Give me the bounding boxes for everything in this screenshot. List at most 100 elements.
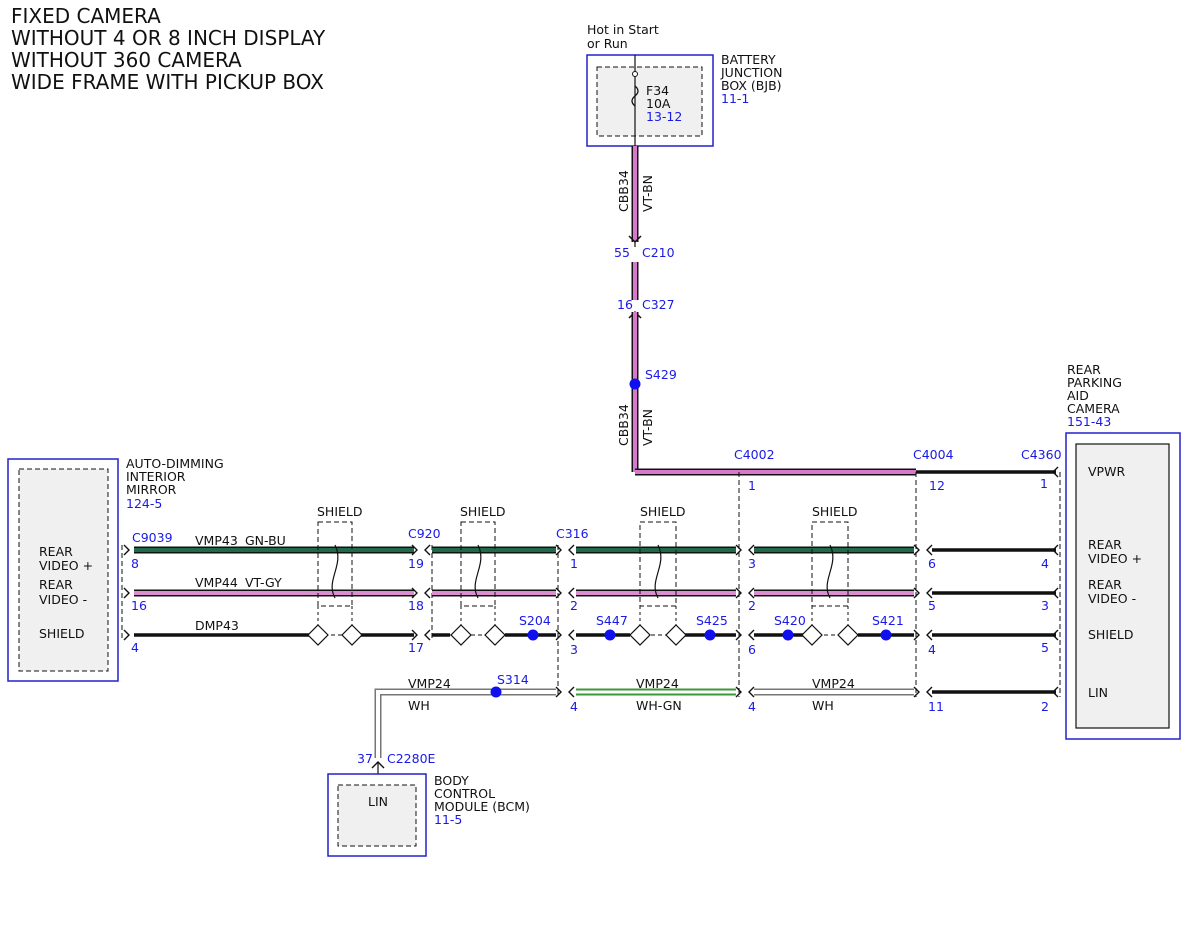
rear-parking-aid-camera[interactable]: VPWR REAR VIDEO + REAR VIDEO - SHIELD LI… [1065, 362, 1181, 740]
connector-c4002[interactable]: C4002 [734, 447, 775, 462]
pin-number: 6 [748, 642, 756, 657]
feed-color-label-2: VT-BN [640, 409, 655, 446]
fuse-reference[interactable]: 13-12 [646, 109, 682, 124]
fuse-icon [631, 85, 639, 107]
pin-number: 2 [570, 598, 578, 613]
pin-number: 5 [1041, 640, 1049, 655]
shield-ground-icon [450, 624, 472, 646]
pin-number: 4 [928, 642, 936, 657]
diagram-title: FIXED CAMERA WITHOUT 4 OR 8 INCH DISPLAY… [11, 4, 326, 94]
splice-s425[interactable] [704, 629, 716, 641]
splice-s314-label[interactable]: S314 [497, 672, 529, 687]
pin-arrow-icon [568, 544, 575, 556]
c210-connector[interactable]: C210 [642, 245, 675, 260]
fuse-name: F34 [646, 83, 669, 98]
pin-arrow-icon [568, 629, 575, 641]
splice-s425-label[interactable]: S425 [696, 613, 728, 628]
pin-arrow-icon [555, 587, 562, 599]
wire-vmp44-label: VMP44 [195, 575, 238, 590]
shield-enclosures: SHIELD SHIELD SHIELD SHIELD [307, 504, 859, 646]
splice-s447-label[interactable]: S447 [596, 613, 628, 628]
camera-reference[interactable]: 151-43 [1067, 414, 1111, 429]
pin-number: 18 [408, 598, 424, 613]
pin-arrow-icon [926, 587, 933, 599]
pin-arrow-icon [123, 587, 130, 599]
bcm-connector[interactable]: C2280E [387, 751, 436, 766]
camera-pin-label: VIDEO - [1088, 591, 1136, 606]
bjb-name-1: BATTERY [721, 52, 776, 67]
connector-c4004[interactable]: C4004 [913, 447, 954, 462]
body-control-module[interactable]: 37 C2280E LIN BODY CONTROL MODULE (BCM) … [327, 751, 530, 857]
wire-dmp43-label: DMP43 [195, 618, 239, 633]
bjb-name-3: BOX (BJB) [721, 78, 782, 93]
splice-s429-label[interactable]: S429 [645, 367, 677, 382]
pin-number: 1 [748, 478, 756, 493]
splice-s447[interactable] [604, 629, 616, 641]
connector-separators [121, 472, 1061, 697]
splice-s420-label[interactable]: S420 [774, 613, 806, 628]
wire-vmp24 [374, 688, 1056, 758]
splice-s421-label[interactable]: S421 [872, 613, 904, 628]
shield-ground-icon [484, 624, 506, 646]
pin-number: 3 [1041, 598, 1049, 613]
pin-arrow-icon [913, 686, 920, 698]
pin-arrow-icon [123, 629, 130, 641]
pin-arrow-icon [555, 629, 562, 641]
wire-vmp24-label: VMP24 [812, 676, 855, 691]
mirror-name-2: INTERIOR [126, 469, 186, 484]
pin-arrow-icon [1052, 587, 1059, 599]
bjb-reference[interactable]: 11-1 [721, 91, 749, 106]
bcm-reference[interactable]: 11-5 [434, 812, 462, 827]
connector-c920[interactable]: C920 [408, 526, 441, 541]
camera-inner [1075, 443, 1170, 729]
pin-number: 4 [1041, 556, 1049, 571]
pin-number: 1 [570, 556, 578, 571]
wire-wh-label: WH [812, 698, 834, 713]
pin-arrow-icon [1052, 544, 1059, 556]
pin-arrow-icon [424, 544, 431, 556]
pin-arrow-icon [411, 587, 418, 599]
c327-connector[interactable]: C327 [642, 297, 675, 312]
shield-ground-icon [665, 624, 687, 646]
splice-s204-label[interactable]: S204 [519, 613, 551, 628]
mirror-pin-label: SHIELD [39, 626, 85, 641]
splice-s420[interactable] [782, 629, 794, 641]
shield-ground-icon [307, 624, 329, 646]
battery-junction-box[interactable]: Hot in Start or Run F34 10A 13-12 BATTER… [586, 22, 782, 147]
bjb-name-2: JUNCTION [720, 65, 782, 80]
camera-name-2: PARKING [1067, 375, 1122, 390]
pin-arrow-icon [568, 587, 575, 599]
pin-arrow-icon [913, 544, 920, 556]
pin-number: 5 [928, 598, 936, 613]
auto-dimming-mirror[interactable]: REAR VIDEO + REAR VIDEO - SHIELD AUTO-DI… [7, 456, 224, 682]
pin-arrow-icon [735, 587, 742, 599]
connector-c316[interactable]: C316 [556, 526, 589, 541]
pin-arrow-icon [926, 686, 933, 698]
pin-number: 8 [131, 556, 139, 571]
shield-label: SHIELD [317, 504, 363, 519]
pin-number: 2 [748, 598, 756, 613]
splice-s314[interactable] [490, 686, 502, 698]
fuse-terminal-top [632, 71, 638, 77]
splice-s421[interactable] [880, 629, 892, 641]
camera-pin-label: REAR [1088, 577, 1122, 592]
splice-s429[interactable] [629, 378, 641, 390]
mirror-reference[interactable]: 124-5 [126, 496, 162, 511]
camera-pin-label: SHIELD [1088, 627, 1134, 642]
bcm-pin-label: LIN [368, 794, 388, 809]
pin-number: 2 [1041, 699, 1049, 714]
pin-arrow-icon [735, 686, 742, 698]
pin-arrow-icon [926, 544, 933, 556]
pin-arrow-icon [1052, 686, 1059, 698]
pin-number: 3 [570, 642, 578, 657]
pin-number: 1 [1040, 476, 1048, 491]
twisted-pair-icon [826, 544, 834, 599]
camera-pin-label: VIDEO + [1088, 551, 1142, 566]
pin-number: 11 [928, 699, 944, 714]
pin-number: 4 [570, 699, 578, 714]
splice-s204[interactable] [527, 629, 539, 641]
pin-arrow-icon [411, 544, 418, 556]
wire-vmp24-label: VMP24 [636, 676, 679, 691]
connector-c4360[interactable]: C4360 [1021, 447, 1062, 462]
connector-c9039[interactable]: C9039 [132, 530, 173, 545]
